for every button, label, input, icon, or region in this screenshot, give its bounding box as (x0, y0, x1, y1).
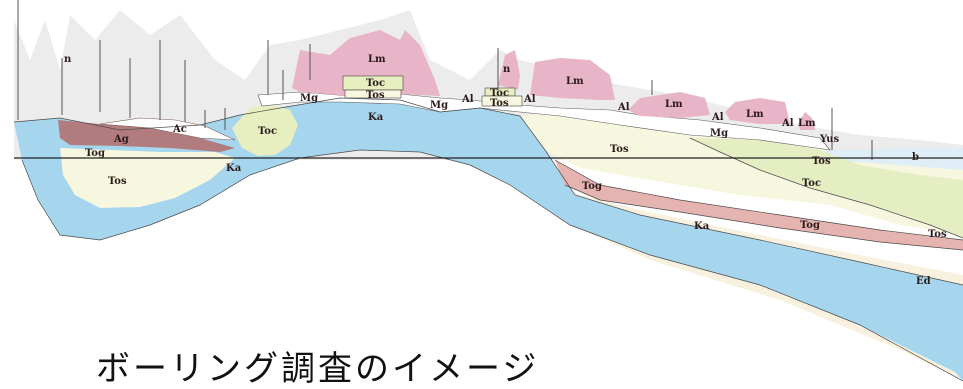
layer-ag (58, 120, 235, 152)
label-ag: Ag (113, 134, 129, 145)
label-lm4: Lm (746, 109, 764, 120)
layer-mg (257, 91, 831, 151)
label-al5: Al (781, 118, 794, 129)
layer-lm-5 (798, 112, 815, 130)
label-al3: Al (617, 102, 630, 113)
label-ka1: Ka (226, 163, 242, 174)
layer-lm-3 (628, 92, 710, 118)
caption-title: ボーリング調査のイメージ (96, 349, 540, 389)
layer-tos-block-2 (481, 95, 523, 107)
label-tos5: Tos (812, 156, 831, 167)
label-tos2: Tos (366, 90, 385, 101)
label-mg1: Mg (300, 93, 318, 104)
label-lm5: Lm (798, 118, 816, 129)
label-ac: Ac (172, 124, 187, 135)
label-tog3: Tog (800, 220, 820, 231)
layer-lm-2 (530, 58, 615, 100)
label-lm1: Lm (368, 54, 386, 65)
layer-ac (99, 117, 236, 141)
label-toc2: Toc (366, 78, 385, 89)
layer-tos-block-1 (344, 89, 402, 99)
layer-lm-n (498, 50, 520, 90)
geologic-cross-section: n Ag Ac Tog Tos Ka Toc Mg Lm Toc Tos Ka … (13, 0, 963, 381)
label-al4: Al (711, 112, 724, 123)
label-mg3: Mg (710, 128, 728, 139)
label-toc1: Toc (258, 126, 277, 137)
label-ka2: Ka (368, 112, 384, 123)
borehole-lines (17, 0, 873, 160)
label-tos3: Tos (490, 98, 509, 109)
layer-outlines (13, 97, 963, 381)
label-toc3: Toc (490, 88, 509, 99)
label-al2: Al (523, 94, 536, 105)
label-n2: n (503, 64, 511, 75)
layer-ka (14, 98, 963, 381)
layer-lm-4 (725, 98, 790, 124)
label-b: b (912, 152, 919, 163)
label-lm2: Lm (566, 76, 584, 87)
label-tos4: Tos (610, 144, 629, 155)
label-yus: Yus (819, 134, 840, 145)
label-al1: Al (461, 94, 474, 105)
label-tos6: Tos (928, 229, 947, 240)
label-ka3: Ka (694, 221, 710, 232)
layer-tos-right (520, 110, 963, 235)
label-tog1: Tog (85, 148, 105, 159)
label-ed: Ed (916, 276, 931, 287)
label-mg2: Mg (430, 100, 448, 111)
label-n1: n (64, 54, 72, 65)
label-lm3: Lm (665, 99, 683, 110)
label-tog2: Tog (582, 181, 602, 192)
layer-tos-left (60, 148, 235, 208)
label-toc4: Toc (802, 178, 821, 189)
layer-toc-left (232, 104, 298, 156)
label-tos1: Tos (108, 176, 127, 187)
